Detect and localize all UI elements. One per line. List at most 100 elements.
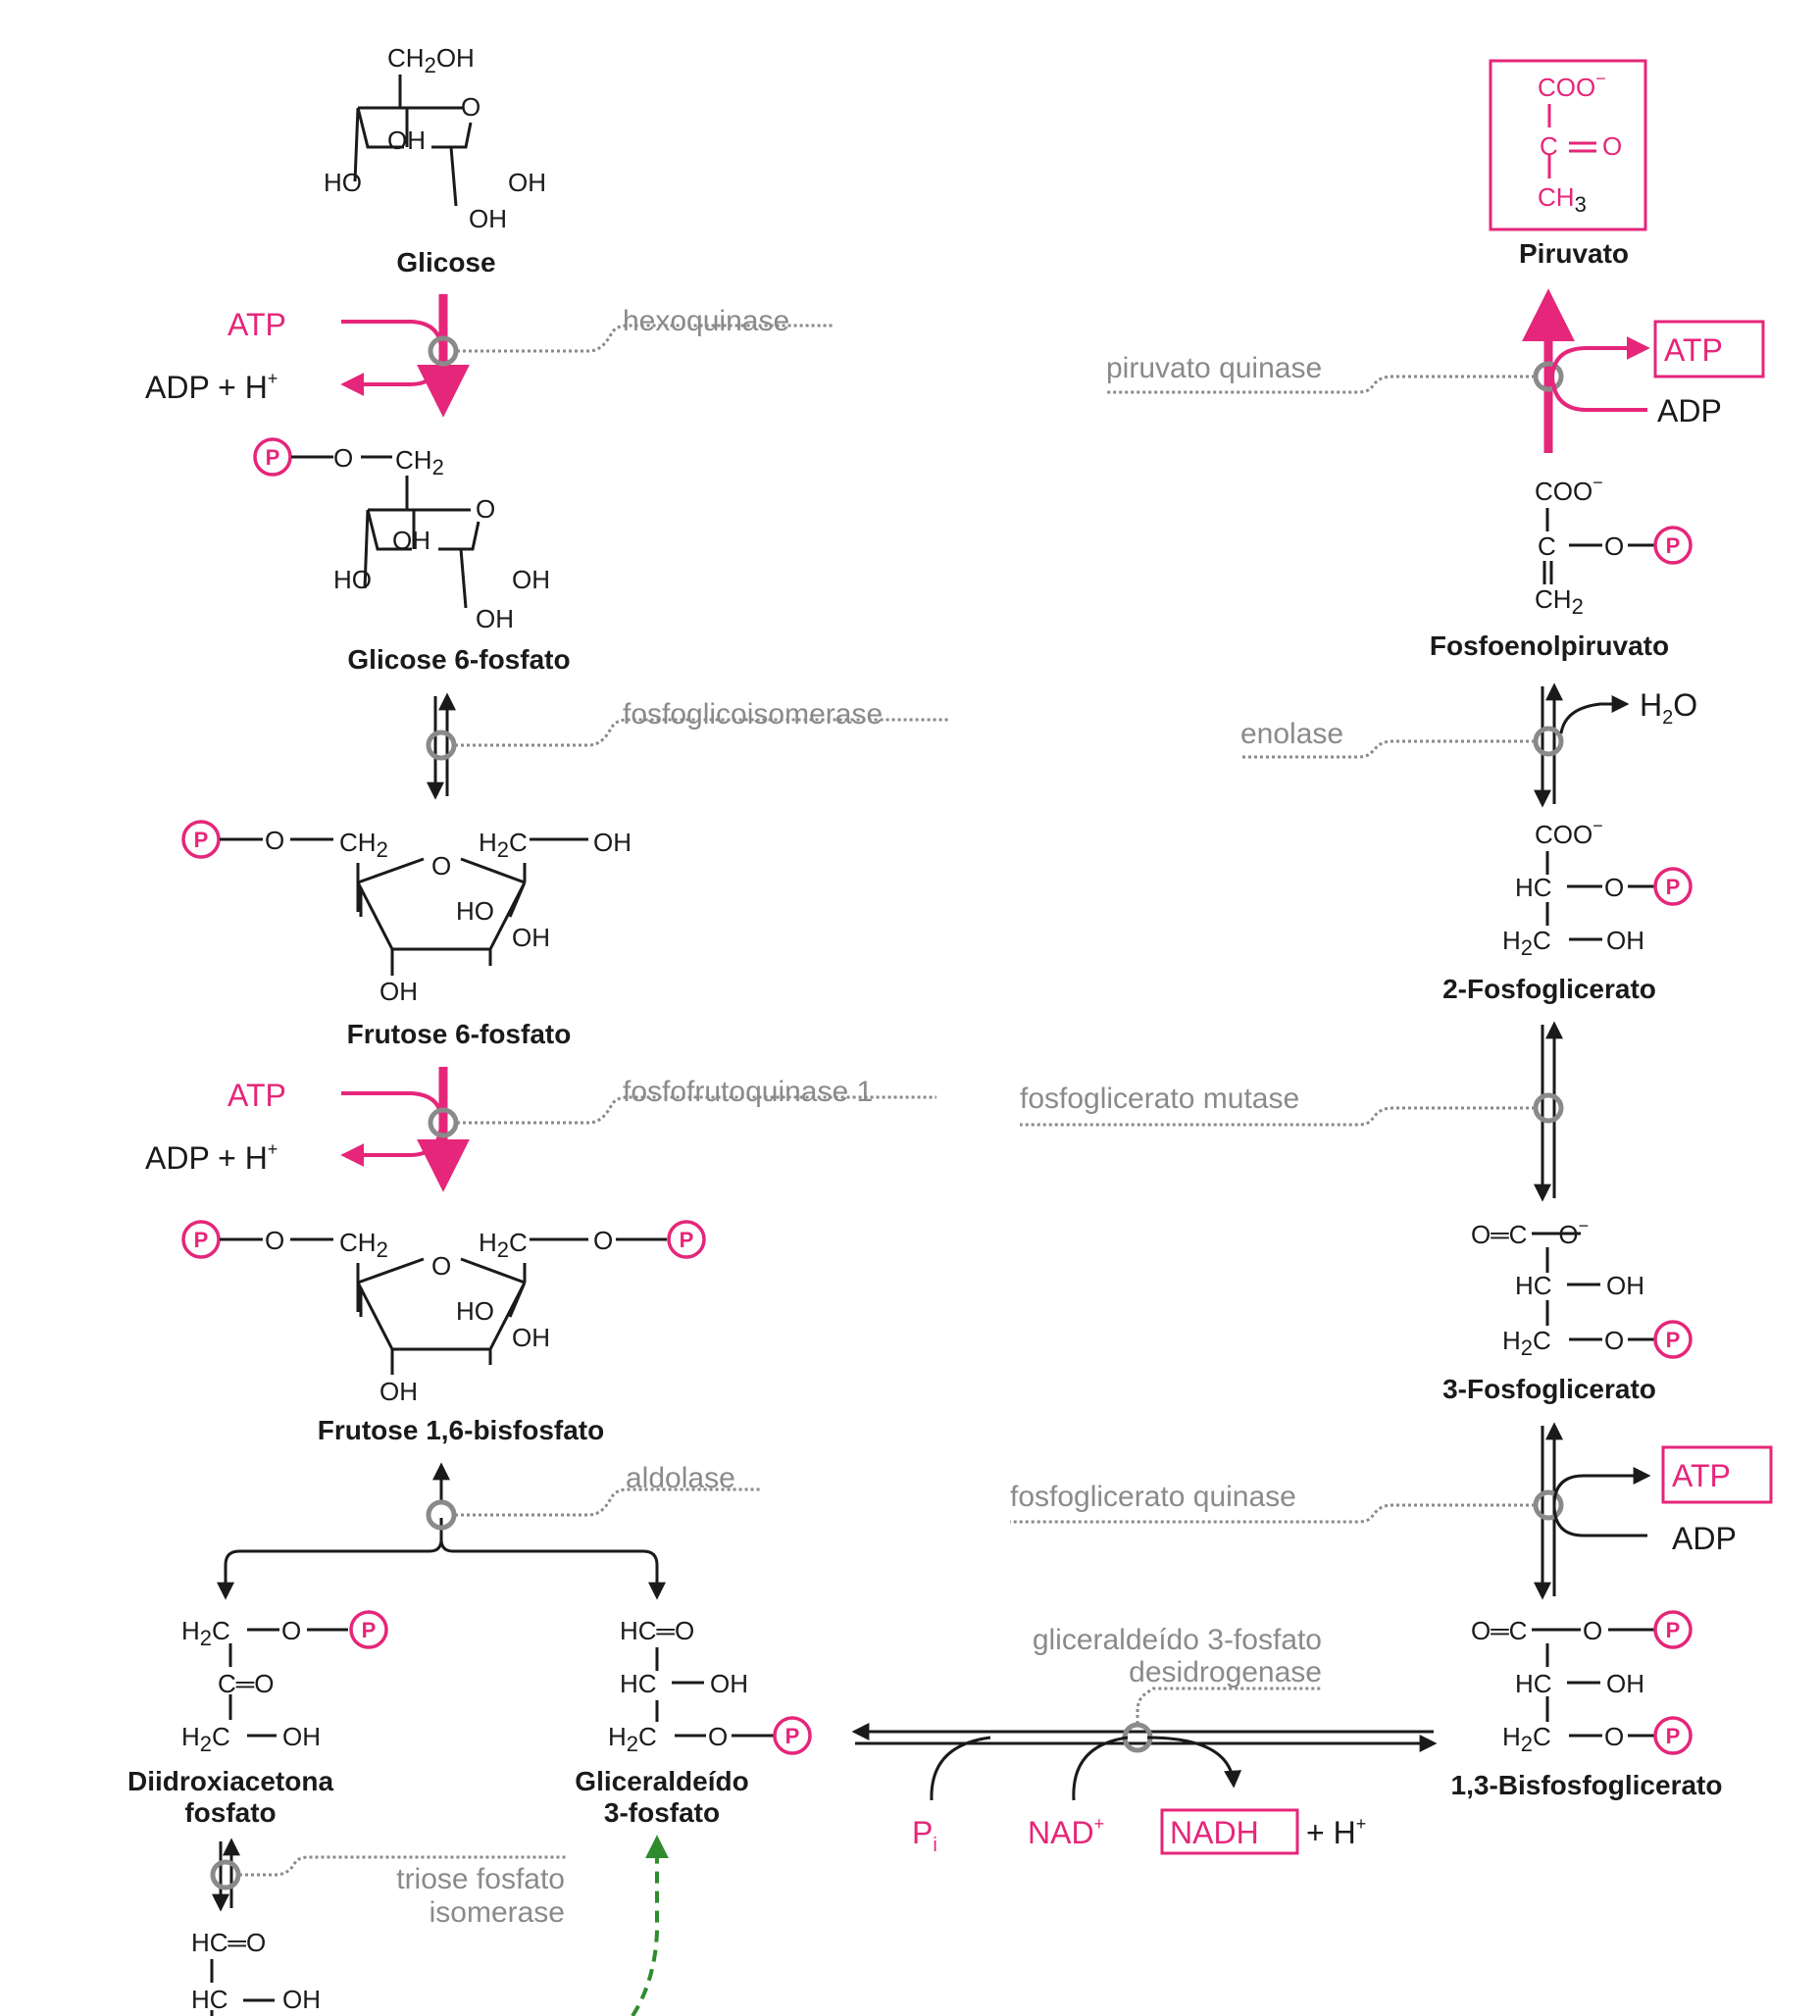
svg-text:O: O [708, 1722, 728, 1751]
svg-text:C═O: C═O [218, 1669, 274, 1698]
glucose-structure: CH2OH O OH HO OH OH Glicose [324, 43, 546, 277]
g3p-partial-structure: HC═O HC OH [191, 1928, 321, 2016]
f16bp-ch2: CH2 [339, 1228, 388, 1262]
pk-step: piruvato quinase ATP ADP [1106, 288, 1765, 453]
svg-text:OH: OH [282, 1722, 321, 1751]
enzyme-gapdh-2: desidrogenase [1129, 1656, 1322, 1688]
svg-text:OH: OH [379, 977, 418, 1006]
svg-text:OH: OH [593, 828, 632, 857]
pg2-structure: COO− HC O P H2C OH 2-Fosfoglicerato [1442, 816, 1693, 1004]
svg-text:COO−: COO− [1535, 816, 1603, 849]
pgm-step: fosfoglicerato mutase [1020, 1021, 1564, 1202]
svg-text:O: O [333, 443, 353, 473]
enzyme-pgi: fosfoglicoisomerase [623, 698, 883, 731]
svg-text:O: O [1604, 531, 1624, 561]
svg-text:H2C: H2C [181, 1722, 230, 1756]
phosphate-icon [1653, 1716, 1693, 1755]
glucose-oh-c1: OH [508, 168, 546, 197]
enzyme-pk: piruvato quinase [1106, 352, 1322, 384]
svg-text:P: P [1666, 1618, 1681, 1642]
svg-text:P: P [680, 1228, 694, 1252]
f6p-structure: P O CH2 H2C OH O HO OH OH Frutose 6-fosf… [181, 820, 632, 1049]
nad-label: NAD+ [1028, 1814, 1104, 1850]
svg-text:COO−: COO− [1535, 473, 1603, 506]
enzyme-node-pfk [428, 1107, 459, 1138]
svg-text:OH: OH [512, 565, 550, 594]
pg2-label: 2-Fosfoglicerato [1442, 974, 1656, 1004]
f16bp-label: Frutose 1,6-bisfosfato [318, 1415, 604, 1445]
svg-text:O: O [431, 1251, 451, 1281]
svg-text:HO: HO [456, 1296, 494, 1326]
pg3-label: 3-Fosfoglicerato [1442, 1374, 1656, 1404]
enzyme-pgm: fosfoglicerato mutase [1020, 1083, 1299, 1115]
svg-text:H2C: H2C [1502, 926, 1551, 960]
g3p-label-1: Gliceraldeído [575, 1766, 748, 1796]
svg-text:P: P [194, 1228, 209, 1252]
enzyme-pfk: fosfofrutoquinase 1 [623, 1076, 873, 1108]
bpg13-label: 1,3-Bisfosfoglicerato [1451, 1770, 1723, 1800]
phosphate-icon [1653, 526, 1693, 565]
dhap-label-2: fosfato [184, 1797, 276, 1828]
phosphate-icon [667, 1220, 706, 1259]
svg-text:O: O [1602, 131, 1622, 161]
adp-label-1: ADP + H+ [145, 369, 278, 405]
svg-text:HC═O: HC═O [620, 1616, 694, 1645]
svg-text:P: P [266, 445, 280, 470]
svg-text:H2C: H2C [1502, 1326, 1551, 1360]
aldolase-step: aldolase [217, 1462, 760, 1600]
regeneration-arrow [631, 1835, 669, 2016]
phosphate-icon [773, 1716, 812, 1755]
svg-text:HC: HC [1515, 873, 1552, 902]
svg-text:CH3: CH3 [1538, 182, 1587, 217]
glucose-ring-o: O [461, 92, 480, 122]
enzyme-node-pgm [1533, 1092, 1564, 1124]
glucose-label: Glicose [396, 247, 495, 277]
svg-text:HC═O: HC═O [191, 1928, 266, 1957]
gapdh-step: gliceraldeído 3-fosfato desidrogenase Pi… [851, 1624, 1438, 1856]
dhap-label-1: Diidroxiacetona [127, 1766, 333, 1796]
enzyme-node-enolase [1533, 726, 1564, 757]
g3p-label-2: 3-fosfato [604, 1797, 720, 1828]
svg-text:CH2: CH2 [1535, 584, 1584, 619]
svg-text:HC: HC [1515, 1271, 1552, 1300]
nadh-label: NADH [1170, 1815, 1259, 1850]
svg-text:P: P [1666, 533, 1681, 558]
svg-text:O: O [431, 851, 451, 881]
atp-label-3: ATP [1672, 1458, 1731, 1493]
svg-text:H2C: H2C [608, 1722, 657, 1756]
svg-text:C: C [1540, 131, 1558, 161]
svg-text:C: C [1538, 531, 1556, 561]
f6p-h2c: H2C [479, 828, 528, 862]
atp-label-2: ATP [228, 1078, 286, 1113]
enzyme-hexokinase: hexoquinase [623, 305, 789, 337]
h2o-label: H2O [1640, 687, 1697, 729]
svg-text:O: O [281, 1616, 301, 1645]
glucose-oh-c4: OH [387, 126, 426, 155]
f6p-ch2: CH2 [339, 828, 388, 862]
enzyme-node-hexokinase [428, 335, 459, 367]
svg-text:OH: OH [476, 604, 514, 633]
pi-label: Pi [912, 1815, 937, 1856]
enzyme-gapdh-1: gliceraldeído 3-fosfato [1033, 1624, 1322, 1656]
g3p-structure: HC═O HC OH H2C O P Gliceraldeído 3-fosfa… [575, 1616, 812, 1828]
enzyme-node-tpi [210, 1859, 241, 1890]
svg-text:OH: OH [282, 1985, 321, 2014]
atp-label-1: ATP [228, 307, 286, 342]
glucose-ho: HO [324, 168, 362, 197]
svg-text:HO: HO [456, 896, 494, 926]
phosphate-icon [1653, 1610, 1693, 1649]
pgi-step: fosfoglicoisomerase [426, 692, 949, 800]
bpg13-structure: O═C O P HC OH H2C O P 1,3-Bisfosfoglicer… [1451, 1610, 1723, 1800]
phosphate-icon [349, 1610, 388, 1649]
svg-text:HC: HC [1515, 1669, 1552, 1698]
enzyme-node-pk [1533, 361, 1564, 392]
svg-text:P: P [1666, 1328, 1681, 1352]
svg-text:OH: OH [1606, 1669, 1644, 1698]
adp-label-2: ADP + H+ [145, 1139, 278, 1176]
glucose-oh-c2: OH [469, 204, 507, 233]
pep-structure: COO− C O P CH2 Fosfoenolpiruvato [1430, 473, 1693, 661]
svg-text:P: P [194, 828, 209, 852]
g6p-ch2: CH2 [395, 445, 444, 479]
